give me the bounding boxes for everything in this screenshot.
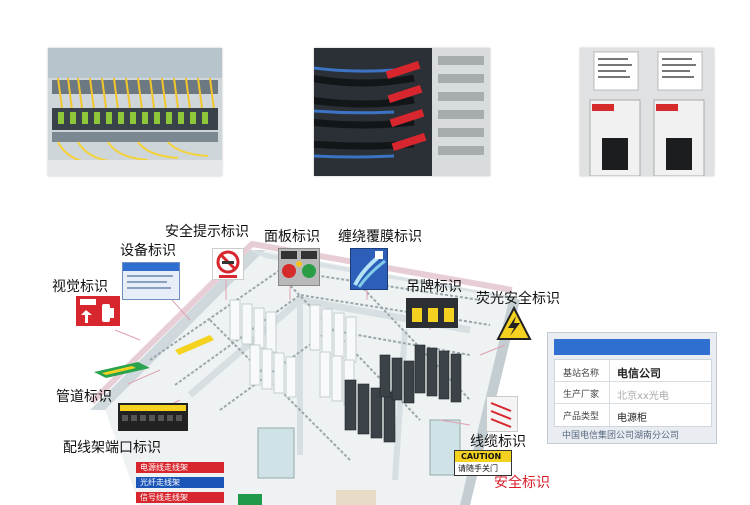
- high-voltage-icon: [496, 305, 532, 340]
- callout-panel: 面板标识: [264, 229, 320, 245]
- equipment-card: 基站名称 电信公司 生产厂家 北京xx光电 产品类型 电源柜 中国电信集团公司湖…: [547, 332, 717, 444]
- callout-cable: 线缆标识: [470, 434, 526, 450]
- pipe-sign: [94, 362, 150, 380]
- callout-fluorescent: 荧光安全标识: [476, 291, 560, 307]
- fiber-panel-illustration: [48, 48, 222, 176]
- pipe-label-icon: [94, 362, 150, 378]
- callout-equipment: 设备标识: [120, 243, 176, 259]
- hanging-tag-icon: [412, 308, 454, 322]
- callout-safety: 安全标识: [494, 475, 550, 491]
- equipment-sign: [122, 262, 180, 300]
- panel-buttons-icon: [281, 251, 317, 278]
- fire-extinguisher-icon: [80, 299, 114, 323]
- card-label-name: 基站名称: [563, 369, 600, 379]
- callout-safety-hint: 安全提示标识: [165, 224, 249, 240]
- caution-sign: CAUTION 请随手关门: [454, 450, 512, 476]
- callout-patch-port: 配线架端口标识: [63, 440, 161, 456]
- card-value-type: 电源柜: [617, 413, 647, 424]
- tray-tag-fiber: 光纤走线架: [136, 477, 224, 488]
- breaker-photo: [580, 48, 714, 176]
- card-value-maker: 北京xx光电: [617, 391, 669, 402]
- hanging-sign: [406, 298, 458, 328]
- patch-panel-icon: [120, 405, 186, 421]
- card-label-type: 产品类型: [563, 412, 600, 422]
- tray-tag-power: 电源线走线架: [136, 462, 224, 473]
- panel-sign: [278, 248, 320, 286]
- cable-label-icon: [490, 402, 512, 428]
- tray-tag-signal: 信号线走线架: [136, 492, 224, 503]
- caution-title: CAUTION: [461, 452, 502, 461]
- card-footer: 中国电信集团公司湖南分公司: [562, 431, 680, 441]
- visual-sign: [76, 296, 120, 326]
- callout-wrap-film: 缠绕覆膜标识: [338, 229, 422, 245]
- wrap-film-sign: [350, 248, 388, 290]
- fiber-panel-photo: [48, 48, 222, 176]
- cable-terminal-photo: [314, 48, 490, 176]
- caution-text: 请随手关门: [458, 464, 498, 473]
- card-label-maker: 生产厂家: [563, 390, 600, 400]
- callout-pipe: 管道标识: [56, 389, 112, 405]
- callout-visual: 视觉标识: [52, 279, 108, 295]
- callout-hanging: 吊牌标识: [406, 279, 462, 295]
- cable-connector-icon: [353, 251, 386, 288]
- breaker-illustration: [580, 48, 714, 176]
- cable-terminal-illustration: [314, 48, 490, 176]
- fluorescent-sign: [496, 305, 532, 342]
- card-value-name: 电信公司: [617, 367, 661, 380]
- no-smoking-icon: [216, 250, 240, 278]
- no-smoking-sign: [212, 248, 244, 280]
- patch-port-sign: [118, 403, 188, 431]
- cable-sign: [486, 396, 518, 432]
